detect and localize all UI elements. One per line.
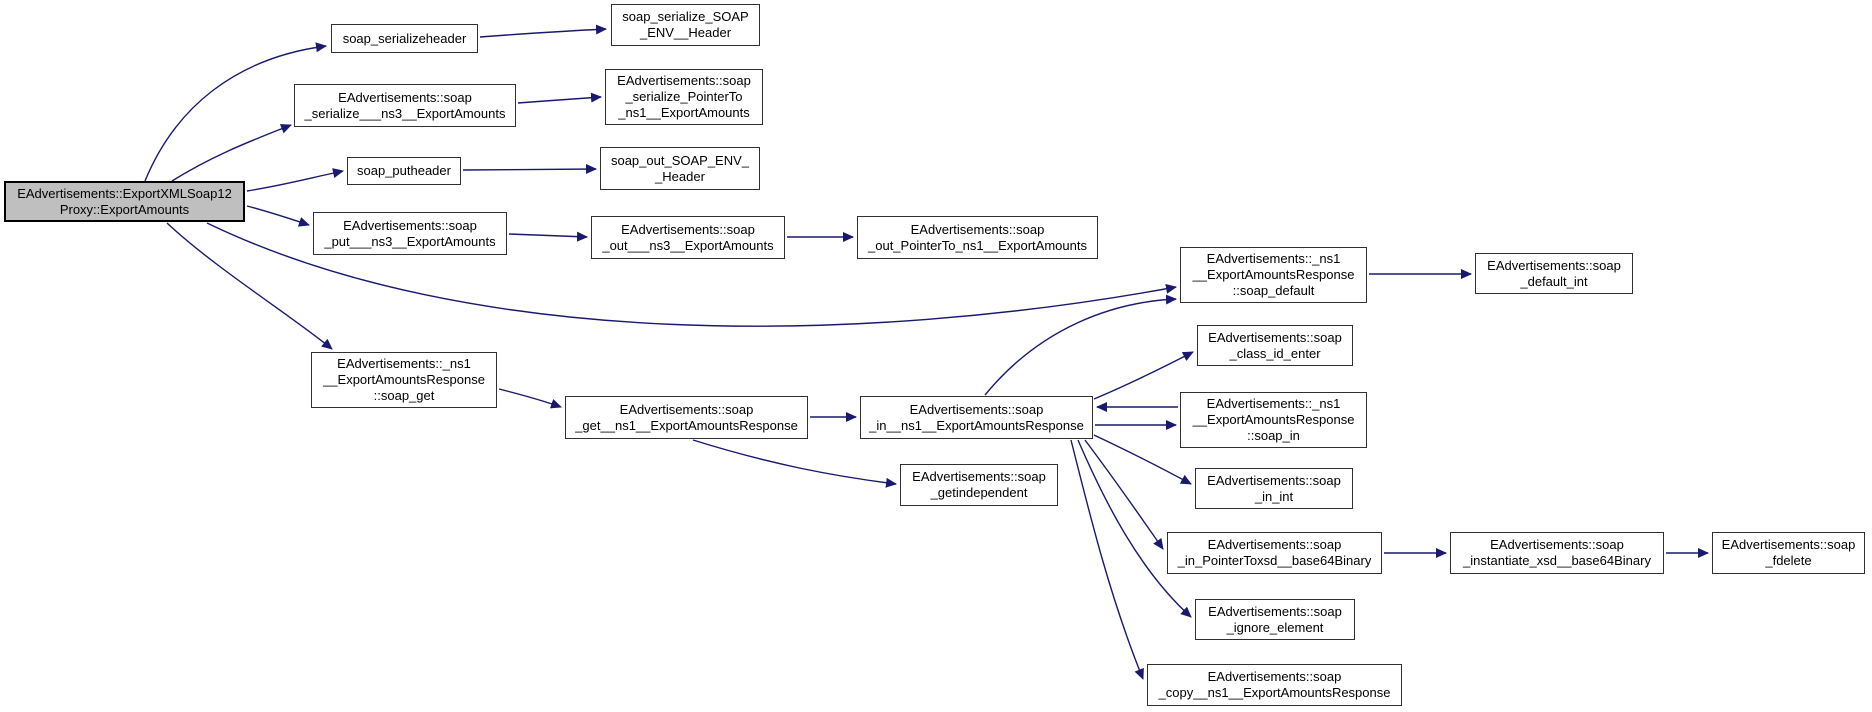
node-soap-getindependent[interactable]: EAdvertisements::soap _getindependent (900, 464, 1058, 506)
node-soap-default-int[interactable]: EAdvertisements::soap _default_int (1475, 253, 1633, 294)
node-soap-instantiate-xsd-base64binary[interactable]: EAdvertisements::soap _instantiate_xsd__… (1450, 532, 1664, 574)
call-edge-soap-in-ns1-exportamountsresponse-to-soap-in-pointertoxsd-base64binary (1084, 439, 1164, 550)
call-edge-export-amounts-root-to-ns1-exportamountsresponse-soap-default (206, 222, 1177, 327)
call-edge-soap-in-ns1-exportamountsresponse-to-ns1-exportamountsresponse-soap-default (984, 294, 1177, 396)
node-soap-copy-ns1-exportamountsresponse[interactable]: EAdvertisements::soap _copy__ns1__Export… (1147, 664, 1402, 706)
node-ns1-exportamountsresponse-soap-default[interactable]: EAdvertisements::_ns1 __ExportAmountsRes… (1180, 247, 1367, 303)
call-edge-export-amounts-root-to-ns1-exportamountsresponse-soap-get (166, 222, 333, 350)
call-edge-ns1-exportamountsresponse-soap-get-to-soap-get-ns1-exportamountsresponse (498, 388, 562, 409)
node-export-amounts-root: EAdvertisements::ExportXMLSoap12 Proxy::… (4, 181, 245, 222)
call-edge-soap-get-ns1-exportamountsresponse-to-soap-getindependent (692, 439, 897, 488)
call-edge-soap-in-ns1-exportamountsresponse-to-soap-in-int (1093, 434, 1192, 485)
node-soap-put-ns3-exportamounts[interactable]: EAdvertisements::soap _put___ns3__Export… (313, 212, 507, 255)
node-soap-get-ns1-exportamountsresponse[interactable]: EAdvertisements::soap _get__ns1__ExportA… (565, 396, 808, 439)
node-soap-in-ns1-exportamountsresponse[interactable]: EAdvertisements::soap _in__ns1__ExportAm… (860, 396, 1093, 439)
node-soap-serialize-ns3-exportamounts[interactable]: EAdvertisements::soap _serialize___ns3__… (294, 84, 516, 127)
call-edge-soap-in-ns1-exportamountsresponse-to-soap-copy-ns1-exportamountsresponse (1070, 439, 1144, 680)
node-soap-putheader[interactable]: soap_putheader (347, 157, 461, 185)
node-soap-out-soap-env-header[interactable]: soap_out_SOAP_ENV_ _Header (600, 147, 760, 190)
call-edge-soap-in-ns1-exportamountsresponse-to-soap-ignore-element (1077, 439, 1192, 618)
node-soap-fdelete[interactable]: EAdvertisements::soap _fdelete (1712, 532, 1865, 574)
call-edge-soap-putheader-to-soap-out-soap-env-header (462, 164, 597, 175)
node-soap-out-ns3-exportamounts[interactable]: EAdvertisements::soap _out___ns3__Export… (591, 216, 785, 259)
node-soap-class-id-enter[interactable]: EAdvertisements::soap _class_id_enter (1197, 325, 1353, 366)
node-soap-ignore-element[interactable]: EAdvertisements::soap _ignore_element (1195, 599, 1355, 640)
call-edge-soap-serialize-ns3-exportamounts-to-soap-serialize-pointerto-ns1-exportamounts (517, 92, 602, 104)
node-ns1-exportamountsresponse-soap-in[interactable]: EAdvertisements::_ns1 __ExportAmountsRes… (1180, 392, 1367, 448)
call-edge-soap-serializeheader-to-soap-serialize-soap-env-header (479, 24, 607, 38)
node-soap-serialize-pointerto-ns1-exportamounts[interactable]: EAdvertisements::soap _serialize_Pointer… (605, 69, 763, 125)
call-edge-export-amounts-root-to-soap-putheader (246, 168, 344, 192)
node-soap-in-pointertoxsd-base64binary[interactable]: EAdvertisements::soap _in_PointerToxsd__… (1167, 532, 1382, 574)
call-edge-soap-in-ns1-exportamountsresponse-to-soap-class-id-enter (1093, 351, 1194, 400)
node-soap-serialize-soap-env-header[interactable]: soap_serialize_SOAP _ENV__Header (611, 4, 760, 46)
node-soap-serializeheader[interactable]: soap_serializeheader (331, 24, 478, 53)
node-ns1-exportamountsresponse-soap-get[interactable]: EAdvertisements::_ns1 __ExportAmountsRes… (311, 352, 497, 408)
call-edge-export-amounts-root-to-soap-serializeheader (144, 42, 327, 182)
call-edge-export-amounts-root-to-soap-serialize-ns3-exportamounts (171, 124, 292, 182)
node-soap-out-pointerto-ns1-exportamounts[interactable]: EAdvertisements::soap _out_PointerTo_ns1… (857, 216, 1098, 259)
call-edge-export-amounts-root-to-soap-put-ns3-exportamounts (246, 205, 310, 227)
call-edge-soap-put-ns3-exportamounts-to-soap-out-ns3-exportamounts (508, 231, 588, 242)
node-soap-in-int[interactable]: EAdvertisements::soap _in_int (1195, 468, 1353, 509)
